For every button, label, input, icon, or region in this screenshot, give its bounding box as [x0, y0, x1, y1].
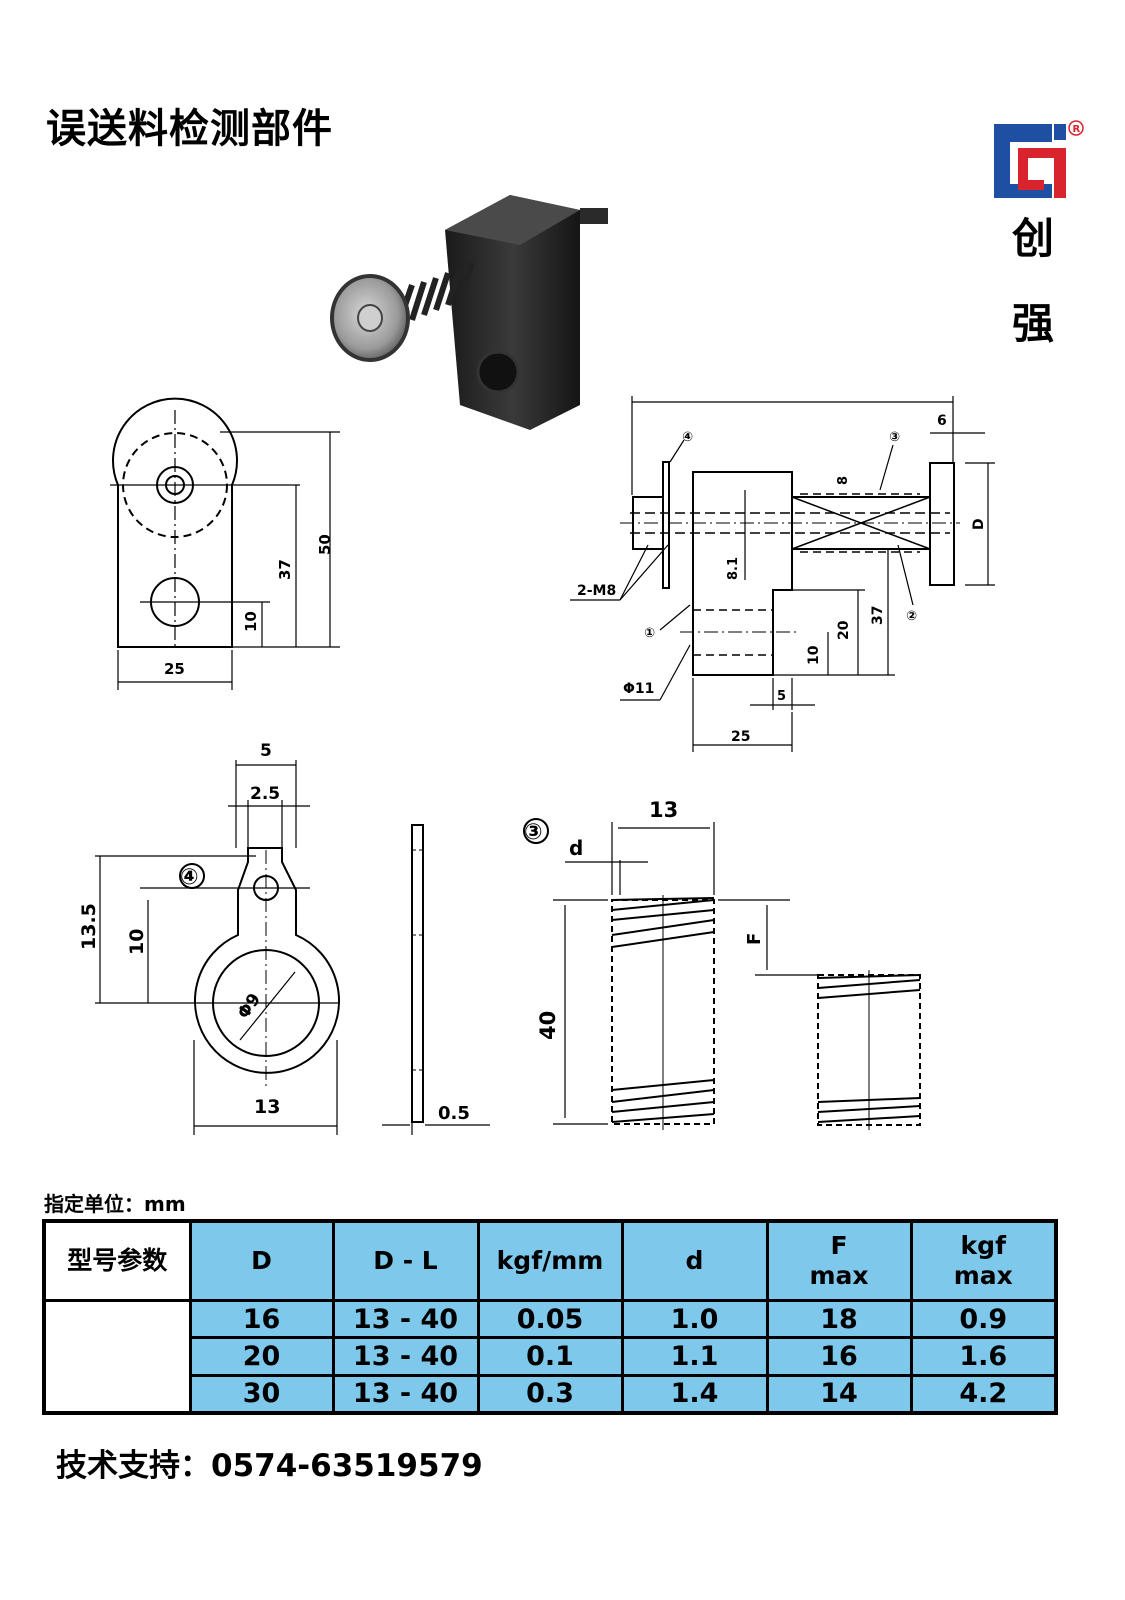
- washer-dim-phi9: Φ9: [234, 990, 265, 1023]
- asm-hole-label: Φ11: [623, 681, 654, 697]
- washer-callout-text: ④: [180, 865, 199, 890]
- table-row: 16 13 - 40 0.05 1.0 18 0.9: [42, 1298, 1058, 1415]
- spring-dim-13: 13: [649, 798, 678, 822]
- washer-dim-10: 10: [126, 929, 148, 955]
- side-view-drawing: [110, 397, 340, 690]
- asm-callout-2: ②: [906, 609, 917, 624]
- asm-dim-5: 5: [777, 689, 786, 704]
- header-d-l: D - L: [331, 1219, 480, 1302]
- spring-callout-text: ③: [524, 820, 543, 845]
- table-cell: 14: [765, 1373, 913, 1415]
- table-cell: 16: [188, 1298, 335, 1340]
- header-d-lower: d: [620, 1219, 769, 1302]
- logo-inner-mark: [1018, 148, 1066, 198]
- unit-label: 指定单位：mm: [44, 1192, 186, 1216]
- table-row: 20 13 - 40 0.1 1.1 16 1.6: [44, 1336, 1058, 1377]
- logo-outer-mark: [994, 124, 1052, 198]
- asm-dim-8: 8: [836, 476, 851, 485]
- table-cell: 0.3: [476, 1373, 624, 1415]
- spring-dim-40: 40: [536, 1011, 560, 1040]
- table-cell: 1.6: [909, 1336, 1058, 1377]
- table-cell: 0.05: [476, 1298, 624, 1340]
- asm-dim-37: 37: [870, 606, 886, 625]
- asm-callout-3: ③: [889, 430, 900, 445]
- washer-dim-2-5: 2.5: [250, 784, 280, 804]
- asm-thread-label: 2-M8: [577, 583, 616, 599]
- side-dim-50: 50: [316, 534, 334, 555]
- side-dim-37: 37: [276, 559, 294, 580]
- table-cell: 13 - 40: [331, 1336, 480, 1377]
- spring-callout: ③: [523, 818, 549, 845]
- spring-drawing: [553, 822, 921, 1130]
- spring-dim-d: d: [569, 836, 583, 860]
- brand-char-2: 强: [1012, 299, 1055, 348]
- technical-drawings: 50 37 10 25 ④ ③ ② ① 6 8 D 8.1 2-M8 Φ11 2…: [78, 396, 995, 1135]
- washer-dim-0-5: 0.5: [438, 1103, 470, 1124]
- washer-dim-5: 5: [260, 741, 272, 761]
- asm-callout-4: ④: [682, 430, 693, 445]
- brand-logo: R: [994, 120, 1084, 198]
- product-photo: [330, 195, 608, 430]
- washer-drawing: [95, 760, 490, 1135]
- table-cell: 18: [765, 1298, 913, 1340]
- header-d-upper: D: [188, 1219, 335, 1302]
- asm-dim-6: 6: [937, 413, 947, 429]
- asm-dim-D: D: [971, 518, 987, 530]
- table-cell: 1.1: [620, 1336, 769, 1377]
- asm-dim-10: 10: [806, 645, 822, 665]
- asm-dim-20: 20: [836, 620, 852, 640]
- washer-dim-13-5: 13.5: [78, 903, 100, 950]
- header-kgf-mm: kgf/mm: [476, 1219, 624, 1302]
- table-cell: 4.2: [909, 1373, 1058, 1415]
- asm-callout-1: ①: [644, 626, 655, 641]
- spring-dim-F: F: [744, 933, 765, 945]
- table-header-row: 型号参数 D D - L kgf/mm d F max kgf max: [42, 1219, 1058, 1302]
- tech-support: 技术支持：0574-63519579: [56, 1448, 483, 1484]
- table-cell: 13 - 40: [331, 1298, 480, 1340]
- asm-dim-8-1: 8.1: [726, 557, 741, 580]
- table-row: 30 13 - 40 0.3 1.4 14 4.2: [44, 1373, 1058, 1415]
- page-title: 误送料检测部件: [46, 106, 333, 152]
- washer-callout: ④: [179, 863, 205, 890]
- model-cell: [42, 1299, 192, 1415]
- brand-char-1: 创: [1012, 214, 1055, 263]
- table-cell: 13 - 40: [331, 1373, 480, 1415]
- table-cell: 0.9: [909, 1298, 1058, 1340]
- svg-text:R: R: [1073, 124, 1081, 135]
- side-dim-25: 25: [164, 660, 185, 678]
- header-f-max: F max: [765, 1219, 913, 1302]
- table-cell: 0.1: [476, 1336, 624, 1377]
- table-cell: 30: [188, 1373, 335, 1415]
- table-cell: 20: [188, 1336, 335, 1377]
- header-model-params: 型号参数: [42, 1219, 192, 1302]
- assembly-drawing: [570, 396, 995, 752]
- header-kgf-max: kgf max: [909, 1219, 1058, 1302]
- table-cell: 1.0: [620, 1298, 769, 1340]
- asm-dim-25: 25: [731, 729, 750, 745]
- table-cell: 16: [765, 1336, 913, 1377]
- spec-table: 型号参数 D D - L kgf/mm d F max kgf max 16 1…: [42, 1219, 1058, 1415]
- side-dim-10: 10: [242, 611, 260, 632]
- washer-dim-13: 13: [254, 1096, 280, 1118]
- table-cell: 1.4: [620, 1373, 769, 1415]
